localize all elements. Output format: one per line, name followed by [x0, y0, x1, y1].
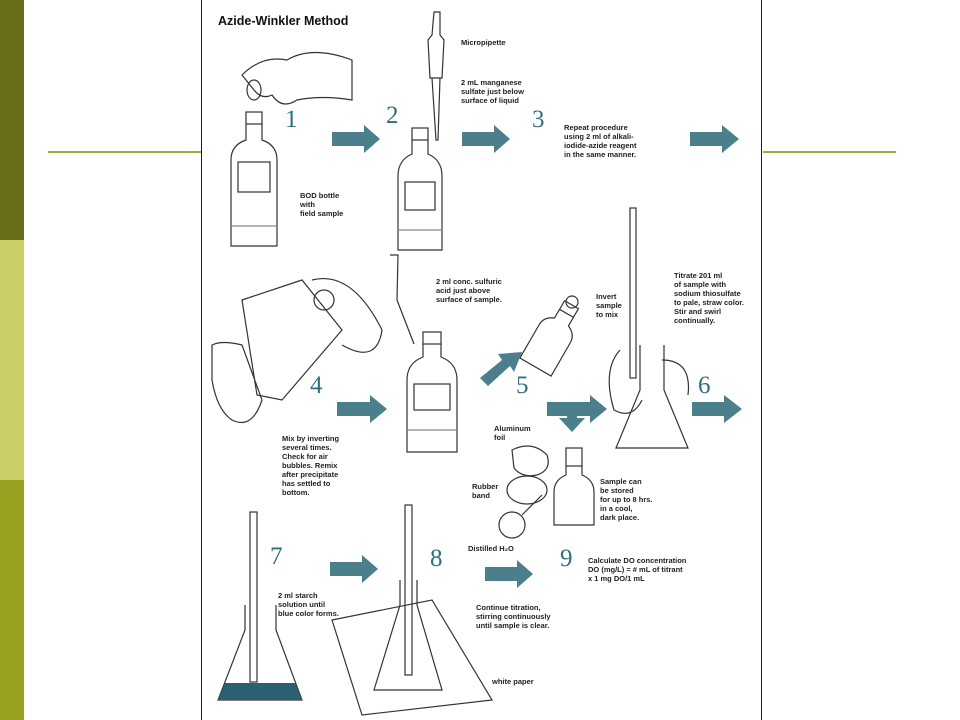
step-number-1: 1 [285, 106, 298, 133]
pipette-bulb-sketch [498, 511, 526, 539]
step-number-5: 5 [516, 372, 529, 399]
process-arrows [330, 125, 742, 588]
arrow-down-store [547, 402, 585, 432]
arrow-1-2 [332, 125, 380, 153]
label-rubber-band: Rubber band [472, 482, 499, 500]
label-manganese: 2 mL manganese sulfate just below surfac… [461, 78, 524, 105]
hand-swirling-6 [608, 349, 690, 414]
step-number-3: 3 [532, 106, 545, 133]
arrow-7-8 [330, 555, 378, 583]
bod-bottle-center [406, 331, 458, 453]
arrow-up-5 [480, 352, 522, 386]
step-number-6: 6 [698, 372, 711, 399]
step-number-9: 9 [560, 545, 573, 572]
arrow-4-center [337, 395, 387, 423]
label-sulfuric: 2 ml conc. sulfuric acid just above surf… [436, 277, 502, 304]
burette-6 [629, 207, 637, 379]
inverted-bottle-5 [519, 299, 580, 377]
label-starch: 2 ml starch solution until blue color fo… [278, 591, 339, 618]
label-invert: Invert sample to mix [596, 292, 622, 319]
hands-inverting-bottle [211, 278, 383, 424]
step-number-8: 8 [430, 545, 443, 572]
stopper-5 [565, 295, 579, 309]
figure-title: Azide-Winkler Method [218, 14, 349, 28]
accent-stripe-bottom [0, 480, 24, 720]
label-foil: Aluminum foil [494, 424, 531, 442]
micropipette-sketch [427, 11, 445, 141]
winkler-figure: Azide-Winkler Method 1 2 3 4 5 6 7 8 9 M… [201, 0, 762, 720]
accent-stripe-middle [0, 240, 24, 480]
pipette-sulfuric [390, 254, 415, 345]
burette-8 [404, 504, 413, 676]
arrow-2-3 [462, 125, 510, 153]
label-calculate: Calculate DO concentration DO (mg/L) = #… [588, 556, 687, 583]
label-distilled: Distilled H₂O [468, 544, 514, 553]
label-repeat: Repeat procedure using 2 ml of alkali- i… [564, 123, 637, 159]
bod-bottle-1 [230, 111, 278, 247]
figure-drawing [211, 11, 742, 716]
step-number-2: 2 [386, 102, 399, 129]
label-mix: Mix by inverting several times. Check fo… [282, 434, 340, 497]
label-white-paper: white paper [492, 677, 534, 686]
label-stored: Sample can be stored for up to 8 hrs. in… [600, 477, 653, 522]
flask-8 [373, 580, 443, 691]
rubber-band-sketch [506, 475, 548, 505]
titration-flask-6 [615, 345, 689, 449]
blue-solution-7 [218, 683, 302, 700]
hand-sketch-1 [241, 51, 353, 105]
label-micropipette: Micropipette [461, 38, 506, 47]
white-paper-sketch [331, 599, 493, 716]
aluminum-foil-sketch [511, 445, 549, 477]
stopper-sketch-1 [246, 79, 262, 101]
label-titrate: Titrate 201 ml of sample with sodium thi… [674, 271, 745, 325]
title-rule-left [48, 151, 201, 153]
step-number-7: 7 [270, 543, 283, 570]
title-rule-right [763, 151, 896, 153]
accent-stripe-top [0, 0, 24, 240]
bod-bottle-2 [397, 127, 443, 251]
burette-7 [249, 511, 258, 683]
stored-bottle [553, 447, 595, 526]
bottle-stopper-4 [313, 289, 335, 311]
arrow-6-right [692, 395, 742, 423]
arrow-8-9 [485, 560, 533, 588]
label-continue: Continue titration, stirring continuousl… [476, 603, 551, 630]
step-number-4: 4 [310, 372, 323, 399]
label-bod-bottle: BOD bottle with field sample [300, 191, 344, 218]
arrow-3-right [690, 125, 739, 153]
